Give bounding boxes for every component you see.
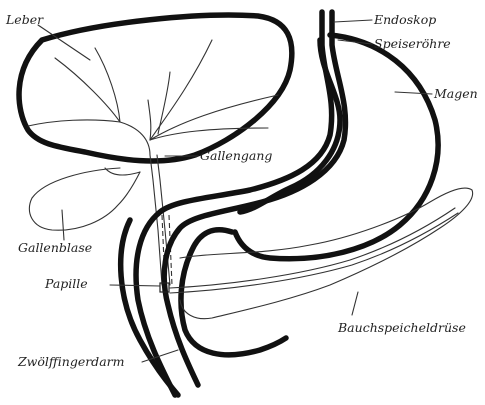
label-leber: Leber bbox=[6, 14, 43, 27]
label-papille: Papille bbox=[45, 278, 88, 291]
label-gallengang: Gallengang bbox=[200, 150, 272, 163]
gallbladder-outline bbox=[29, 168, 140, 230]
label-speiseroehre: Speiseröhre bbox=[374, 38, 451, 51]
pancreatic-duct bbox=[170, 208, 455, 288]
liver-bile-branches bbox=[28, 40, 278, 155]
label-gallenblase: Gallenblase bbox=[18, 242, 92, 255]
endoscope-tube-left bbox=[136, 12, 332, 395]
label-bauchspeicheldruese: Bauchspeicheldrüse bbox=[338, 322, 466, 335]
label-endoskop: Endoskop bbox=[374, 14, 436, 27]
label-magen: Magen bbox=[434, 88, 478, 101]
liver-outline bbox=[19, 15, 292, 161]
label-zwoelffingerdarm: Zwölffingerdarm bbox=[18, 356, 124, 369]
duodenum-outer bbox=[181, 230, 286, 355]
